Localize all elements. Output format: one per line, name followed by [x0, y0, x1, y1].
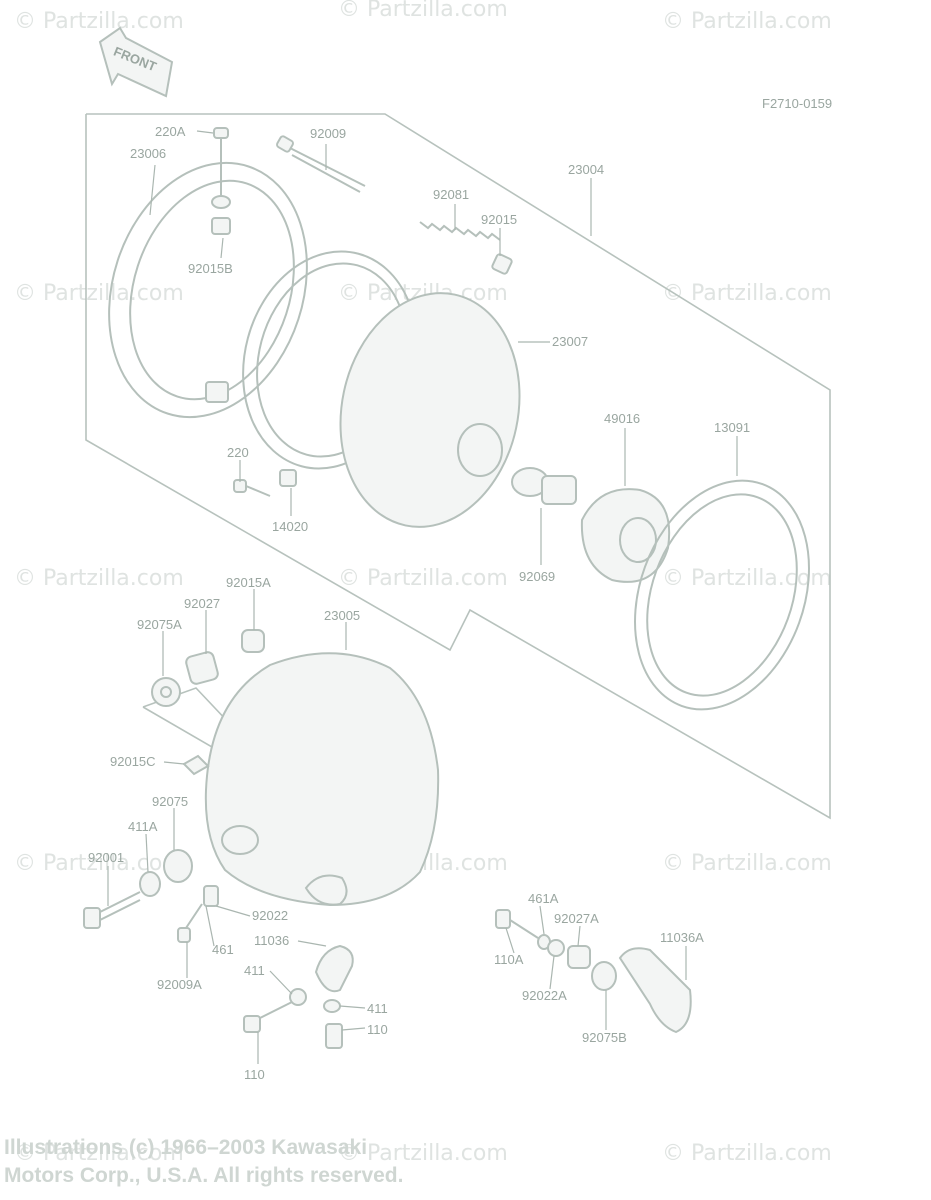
watermark: © Partzilla.com — [662, 851, 832, 876]
part-label: 92022A — [522, 988, 567, 1003]
retaining-ring-13091 — [634, 479, 810, 711]
screw-220 — [233, 479, 271, 497]
part-label: 92015B — [188, 261, 233, 276]
part-label: 92015A — [226, 575, 271, 590]
part-label: 92015C — [110, 754, 156, 769]
part-label: 220A — [155, 124, 186, 139]
bushing-92075 — [163, 849, 193, 883]
bushing-92075a — [151, 677, 181, 707]
watermark: © Partzilla.com — [14, 9, 184, 34]
spring-92081 — [419, 221, 513, 275]
bulb-92069 — [511, 467, 577, 505]
collar-92027 — [185, 651, 219, 685]
part-label: 411 — [244, 963, 265, 978]
nut-92015c — [182, 754, 210, 776]
screw-92009 — [276, 135, 366, 193]
part-label: 92075A — [137, 617, 182, 632]
part-label: 13091 — [714, 420, 750, 435]
bracket-11036 — [314, 944, 354, 993]
collar-92022 — [203, 885, 219, 907]
part-label: 92001 — [88, 850, 124, 865]
part-label: 461A — [528, 891, 559, 906]
watermark: © Partzilla.com — [14, 1141, 184, 1166]
socket-49016 — [580, 488, 671, 583]
part-label: 11036 — [254, 933, 289, 948]
reflector-23007 — [339, 292, 521, 528]
watermark: © Partzilla.com — [338, 1141, 508, 1166]
rim-23006 — [108, 161, 308, 419]
part-label: 49016 — [604, 411, 640, 426]
watermark: © Partzilla.com — [338, 0, 508, 22]
watermark: © Partzilla.com — [14, 281, 184, 306]
collar-92027a — [567, 945, 591, 969]
part-label: 23007 — [552, 334, 588, 349]
front-arrow-icon: FRONT — [98, 26, 174, 98]
bolt-92001 — [83, 891, 141, 929]
part-label: 23004 — [568, 162, 604, 177]
part-label: 14020 — [272, 519, 308, 534]
bracket-11036a — [618, 947, 692, 1034]
bolt-92009a — [177, 903, 203, 943]
watermark: © Partzilla.com — [662, 281, 832, 306]
watermark: © Partzilla.com — [662, 1141, 832, 1166]
assembly-outline — [85, 113, 831, 820]
housing-23005 — [204, 652, 440, 907]
watermark: © Partzilla.com — [14, 566, 184, 591]
part-label: 411A — [128, 819, 158, 834]
part-label: 220 — [227, 445, 249, 460]
part-label: 92081 — [433, 187, 469, 202]
part-label: 92075B — [582, 1030, 627, 1045]
part-label: 23005 — [324, 608, 360, 623]
screw-220a — [211, 127, 231, 235]
part-label: 92027 — [184, 596, 220, 611]
nut-92015a — [241, 629, 265, 653]
part-label: 92069 — [519, 569, 555, 584]
part-label: 11036A — [660, 930, 704, 945]
washer-411a — [139, 871, 161, 897]
collar-92022a — [547, 939, 565, 957]
figure-code: F2710-0159 — [762, 96, 832, 111]
part-labels: 220A 92009 23006 23004 92081 92015 92015… — [88, 124, 750, 1082]
part-label: 92009A — [157, 977, 202, 992]
copyright-line: Illustrations (c) 1966–2003 Kawasaki — [4, 1136, 368, 1159]
copyright-notice: Illustrations (c) 1966–2003 Kawasaki Mot… — [4, 1134, 403, 1190]
watermark: © Partzilla.com — [338, 566, 508, 591]
part-label: 23006 — [130, 146, 166, 161]
bushing-92075b — [591, 961, 617, 991]
part-label: 92015 — [481, 212, 517, 227]
watermark: © Partzilla.com — [14, 851, 184, 876]
leader-lines — [107, 130, 738, 1064]
part-label: 110 — [367, 1022, 388, 1037]
part-label: 110 — [244, 1067, 265, 1082]
part-label: 92009 — [310, 126, 346, 141]
bolt-110 — [243, 1001, 343, 1049]
part-label: 92075 — [152, 794, 188, 809]
part-label: 92027A — [554, 911, 599, 926]
washer-411 — [289, 988, 341, 1013]
watermark: © Partzilla.com — [662, 566, 832, 591]
part-label: 110A — [494, 952, 524, 967]
copyright-line: Motors Corp., U.S.A. All rights reserved… — [4, 1164, 404, 1187]
watermark-layer: © Partzilla.com © Partzilla.com © Partzi… — [14, 0, 832, 1166]
part-label: 92022 — [252, 908, 288, 923]
part-label: 411 — [367, 1001, 388, 1016]
watermark: © Partzilla.com — [662, 9, 832, 34]
part-label: 461 — [212, 942, 234, 957]
bolt-110a — [495, 909, 539, 939]
